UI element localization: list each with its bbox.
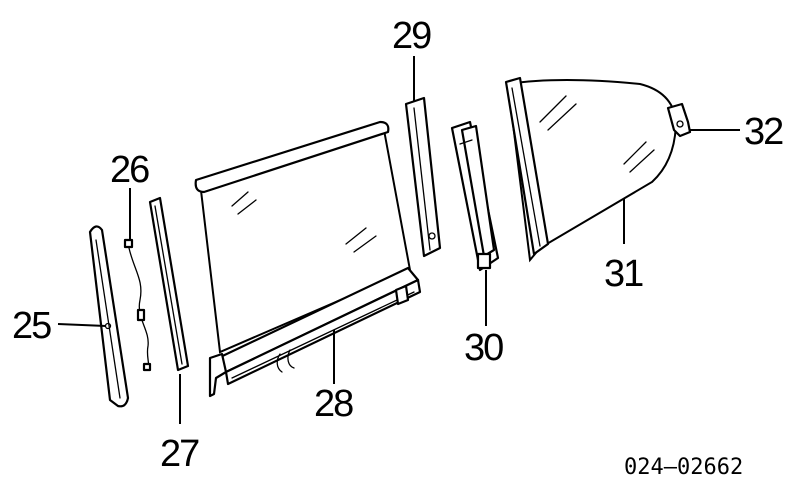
callout-31: 31 [604,253,643,295]
part-28-sunblind [194,120,422,398]
part-26-guide-cable [123,238,152,372]
part-30-window-channel [450,120,500,272]
leader-lines [57,56,740,424]
callout-28: 28 [314,383,353,425]
callout-32: 32 [744,111,783,153]
part-number: 024–02662 [624,455,743,480]
part-31-quarter-glass [504,76,678,263]
callout-29: 29 [392,15,431,57]
callout-27: 27 [160,433,199,475]
part-25-seal-strip [88,225,130,408]
part-32-clip [666,102,692,138]
callout-25: 25 [12,305,51,347]
part-29-trim-piece [404,96,442,258]
callout-30: 30 [464,327,503,369]
callout-26: 26 [110,149,149,191]
part-27-guide-rail [148,196,190,372]
